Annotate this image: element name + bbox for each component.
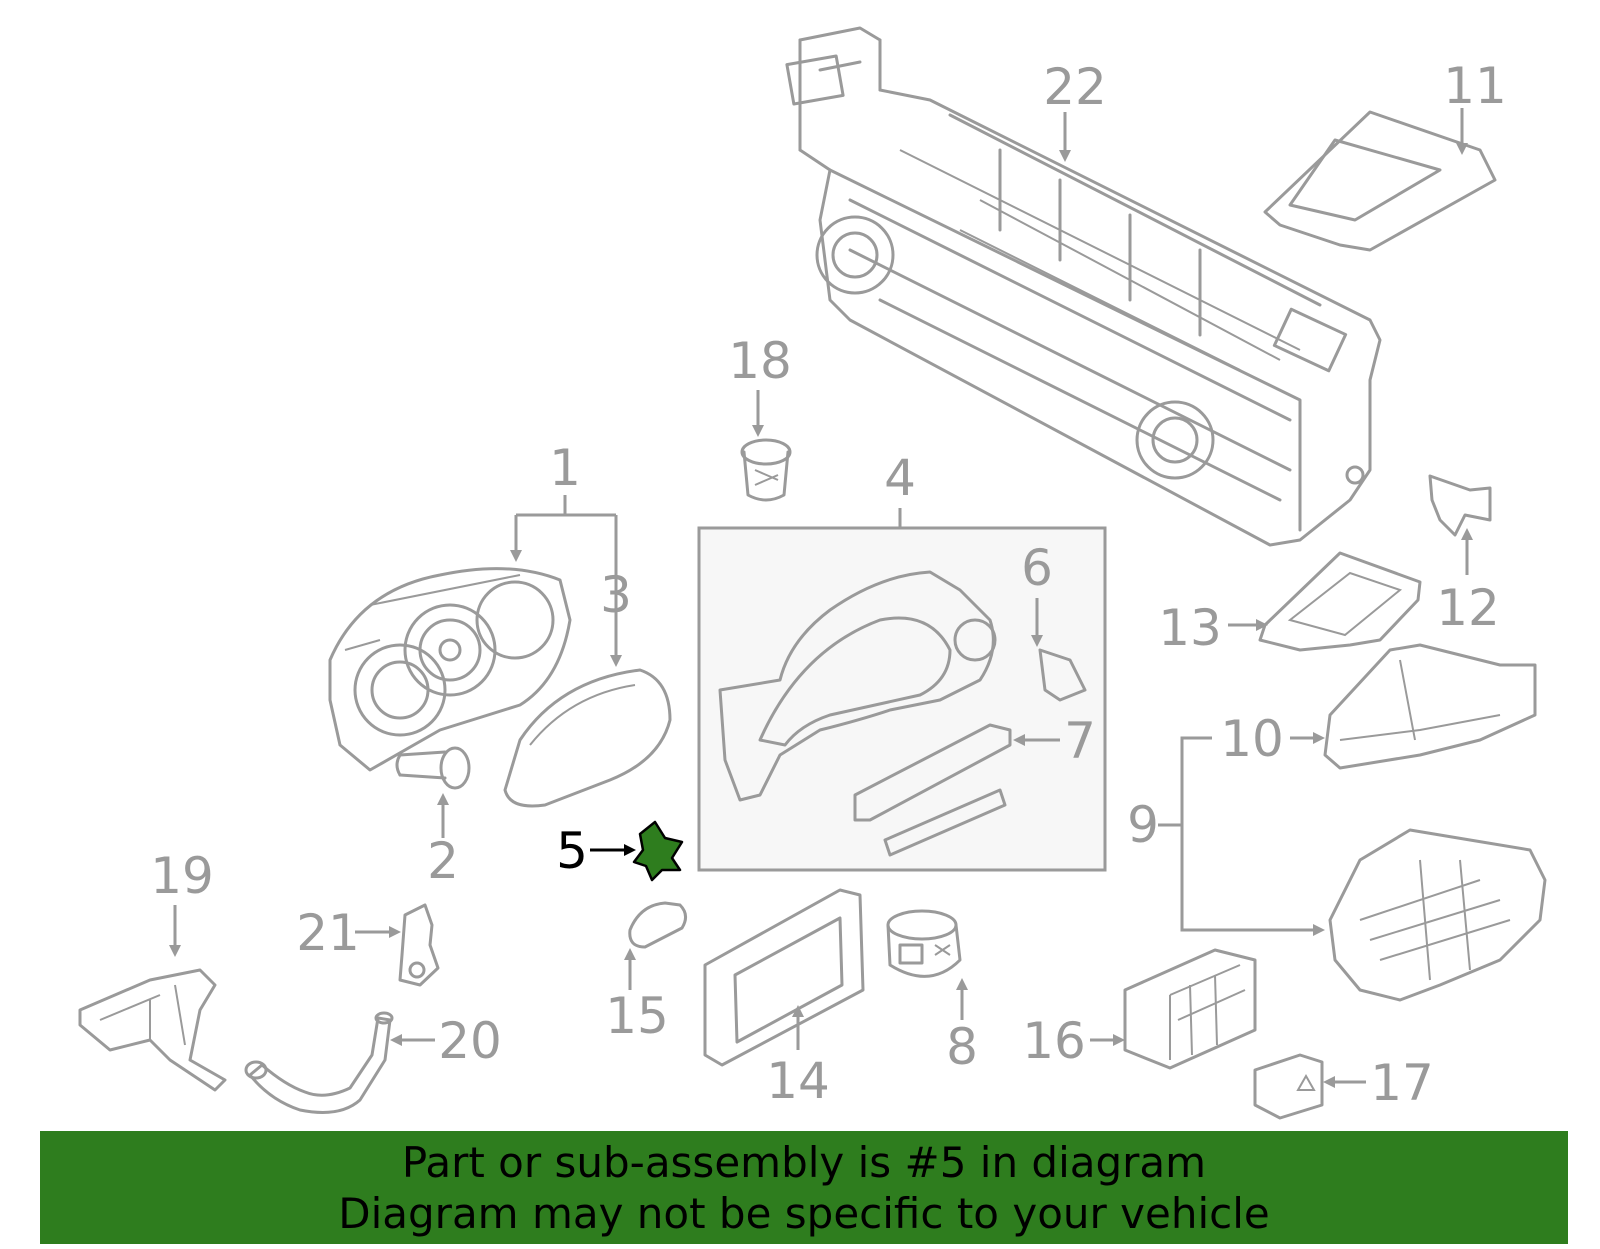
callout-8: 8 — [946, 1018, 978, 1076]
part-19-bracket — [78, 968, 227, 1092]
part-18-clip — [740, 438, 792, 502]
part-5-bracket-highlighted — [632, 820, 684, 882]
callout-14: 14 — [766, 1052, 830, 1110]
callout-10: 10 — [1220, 710, 1284, 768]
callout-17: 17 — [1370, 1054, 1434, 1112]
part-11-bezel — [1263, 110, 1497, 252]
part-1-instrument-cluster — [328, 567, 572, 772]
part-17-hazard-switch — [1253, 1053, 1324, 1120]
callout-18: 18 — [728, 332, 792, 390]
part-8-switch — [886, 909, 962, 978]
callout-4: 4 — [884, 449, 916, 507]
footer-banner: Part or sub-assembly is #5 in diagram Di… — [40, 1131, 1568, 1244]
callout-16: 16 — [1022, 1012, 1086, 1070]
callout-15: 15 — [605, 987, 669, 1045]
footer-line-1: Part or sub-assembly is #5 in diagram — [401, 1137, 1207, 1187]
callout-7: 7 — [1064, 712, 1096, 770]
part-13-bracket — [1258, 551, 1422, 652]
part-4-group-box — [697, 526, 1107, 872]
part-21-sensor — [398, 903, 440, 987]
part-2-screw — [395, 746, 471, 790]
callout-labels: 1 2 3 4 5 6 7 8 9 10 11 12 13 14 15 16 1… — [150, 57, 1507, 1112]
part-15-cover — [628, 901, 687, 949]
part-3-lens — [503, 668, 672, 808]
part-20-duct — [244, 1011, 394, 1114]
callout-22: 22 — [1043, 58, 1107, 116]
part-10-duct — [1323, 643, 1537, 770]
callout-21: 21 — [296, 904, 360, 962]
callout-13: 13 — [1158, 599, 1222, 657]
callout-3: 3 — [600, 566, 632, 624]
leader-lines — [169, 108, 1473, 1088]
callout-6: 6 — [1021, 539, 1053, 597]
callout-9: 9 — [1127, 796, 1159, 854]
callout-1: 1 — [549, 439, 581, 497]
callout-12: 12 — [1436, 579, 1500, 637]
part-16-switch-panel — [1123, 948, 1257, 1070]
callout-20: 20 — [438, 1012, 502, 1070]
footer-line-2: Diagram may not be specific to your vehi… — [338, 1188, 1270, 1238]
callout-19: 19 — [150, 847, 214, 905]
part-9-junction-box — [1328, 828, 1547, 1002]
part-22-climate-control-panel — [785, 26, 1382, 547]
part-12-clip — [1428, 474, 1492, 537]
callout-2: 2 — [427, 832, 459, 890]
callout-11: 11 — [1443, 57, 1507, 115]
callout-5: 5 — [556, 822, 588, 880]
part-14-display — [703, 888, 865, 1067]
